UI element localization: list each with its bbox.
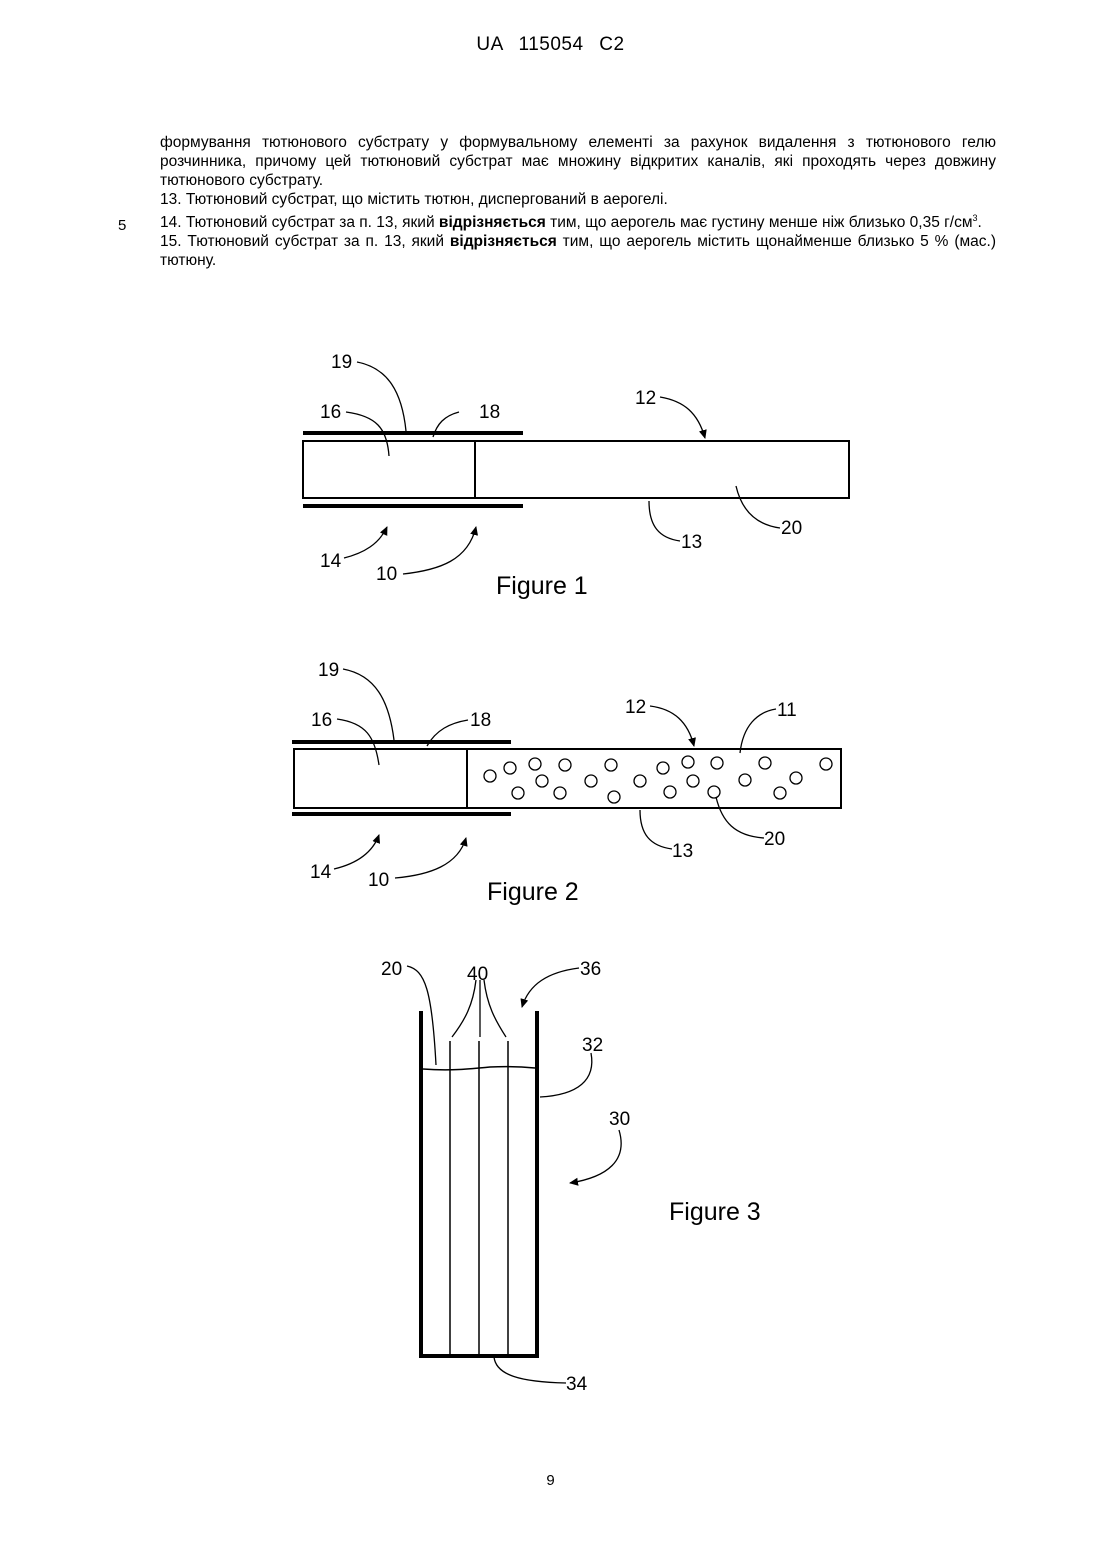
fig1-label-13: 13 (681, 532, 702, 553)
fig2-label-14: 14 (310, 862, 332, 883)
fig1-label-18: 18 (479, 402, 500, 423)
figure-3: 20 40 36 32 30 34 Figure 3 (381, 959, 761, 1395)
fig2-leader-lines (334, 669, 776, 878)
figure-1-caption: Figure 1 (496, 572, 588, 600)
fig3-label-34: 34 (566, 1374, 588, 1395)
fig3-leader-lines (407, 966, 621, 1383)
fig2-label-16: 16 (311, 710, 332, 731)
fig3-label-40: 40 (467, 964, 488, 985)
fig3-label-20: 20 (381, 959, 402, 980)
page-number: 9 (0, 1472, 1101, 1489)
fig2-label-12: 12 (625, 697, 646, 718)
fig2-filter-segment (294, 749, 467, 808)
fig1-label-20: 20 (781, 518, 802, 539)
fig2-aerogel-particles (484, 756, 832, 803)
fig2-label-20: 20 (764, 829, 785, 850)
fig1-label-12: 12 (635, 388, 656, 409)
fig2-label-18: 18 (470, 710, 491, 731)
fig1-label-10: 10 (376, 564, 397, 585)
fig3-channels (450, 1041, 508, 1356)
figure-2: 19 16 18 12 11 14 10 13 20 Figure 2 (292, 660, 841, 906)
fig1-leader-lines (344, 362, 780, 574)
fig2-label-10: 10 (368, 870, 389, 891)
fig3-label-30: 30 (609, 1109, 630, 1130)
fig2-label-13: 13 (672, 841, 693, 862)
fig1-label-19: 19 (331, 352, 352, 373)
figure-3-caption: Figure 3 (669, 1198, 761, 1226)
fig3-label-36: 36 (580, 959, 601, 980)
fig2-tobacco-rod (467, 749, 841, 808)
figure-2-caption: Figure 2 (487, 878, 579, 906)
fig2-label-19: 19 (318, 660, 339, 681)
fig1-label-16: 16 (320, 402, 341, 423)
fig1-label-14: 14 (320, 551, 342, 572)
fig3-label-32: 32 (582, 1035, 603, 1056)
fig2-label-11: 11 (777, 700, 797, 721)
fig1-tobacco-rod (475, 441, 849, 498)
fig1-filter-segment (303, 441, 475, 498)
figure-1: 19 16 18 12 14 10 13 20 Figure 1 (303, 352, 849, 600)
